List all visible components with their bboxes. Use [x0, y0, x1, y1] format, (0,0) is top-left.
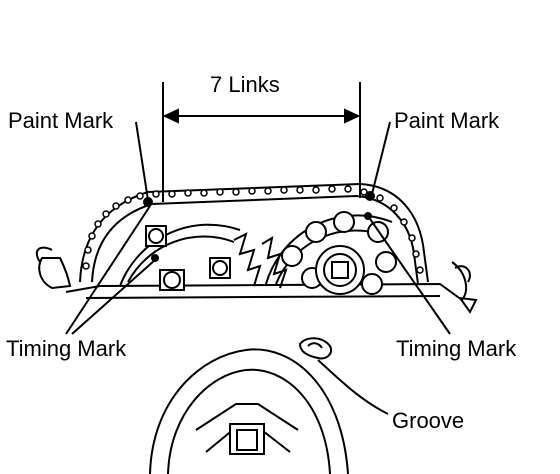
chain-links — [82, 185, 424, 274]
dimension-7-links — [162, 82, 361, 202]
paint-mark-right-spot — [365, 191, 375, 201]
paint-mark-left-spot — [143, 197, 153, 207]
camshaft-sprocket-right — [261, 211, 397, 295]
paint-mark-left-label: Paint Mark — [8, 108, 114, 133]
crankshaft-pulley — [149, 337, 349, 474]
camshaft-sprocket-left — [119, 223, 262, 291]
links-label: 7 Links — [210, 72, 280, 97]
timing-mark-left-label: Timing Mark — [6, 336, 127, 361]
groove-label: Groove — [392, 408, 464, 433]
leader-lines — [65, 121, 451, 415]
paint-mark-right-label: Paint Mark — [394, 108, 500, 133]
timing-mark-right-label: Timing Mark — [396, 336, 517, 361]
engine-head-outline — [35, 246, 478, 314]
